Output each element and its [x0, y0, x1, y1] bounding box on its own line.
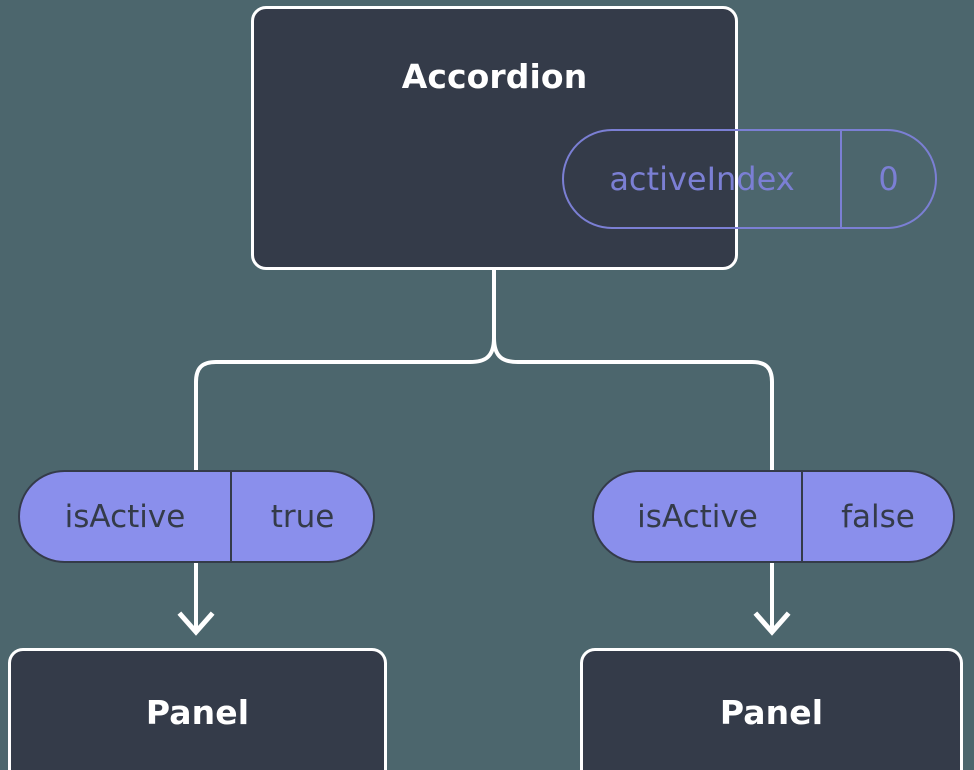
prop-pill-isactive-false[interactable]: isActive false: [592, 470, 955, 563]
state-pill-value: 0: [878, 160, 899, 198]
connector-fork-right: [492, 336, 774, 472]
component-title-accordion: Accordion: [401, 57, 588, 96]
component-title-panel-right: Panel: [719, 693, 824, 732]
component-node-panel-right[interactable]: Panel: [580, 648, 963, 770]
connector-fork-left: [194, 336, 496, 472]
arrowhead-right-icon: [753, 611, 791, 636]
arrowhead-left-icon: [177, 611, 215, 636]
prop-pill-key: isActive: [594, 472, 803, 561]
prop-pill-value: true: [270, 498, 335, 535]
component-node-accordion[interactable]: Accordion activeIndex 0: [251, 6, 937, 270]
prop-pill-value: false: [841, 498, 915, 535]
state-pill-activeindex[interactable]: activeIndex 0: [562, 129, 937, 229]
component-title-panel-left: Panel: [145, 693, 250, 732]
prop-pill-isactive-true[interactable]: isActive true: [18, 470, 375, 563]
state-pill-key: activeIndex: [564, 131, 842, 227]
component-node-panel-left[interactable]: Panel: [8, 648, 387, 770]
prop-pill-key: isActive: [20, 472, 232, 561]
